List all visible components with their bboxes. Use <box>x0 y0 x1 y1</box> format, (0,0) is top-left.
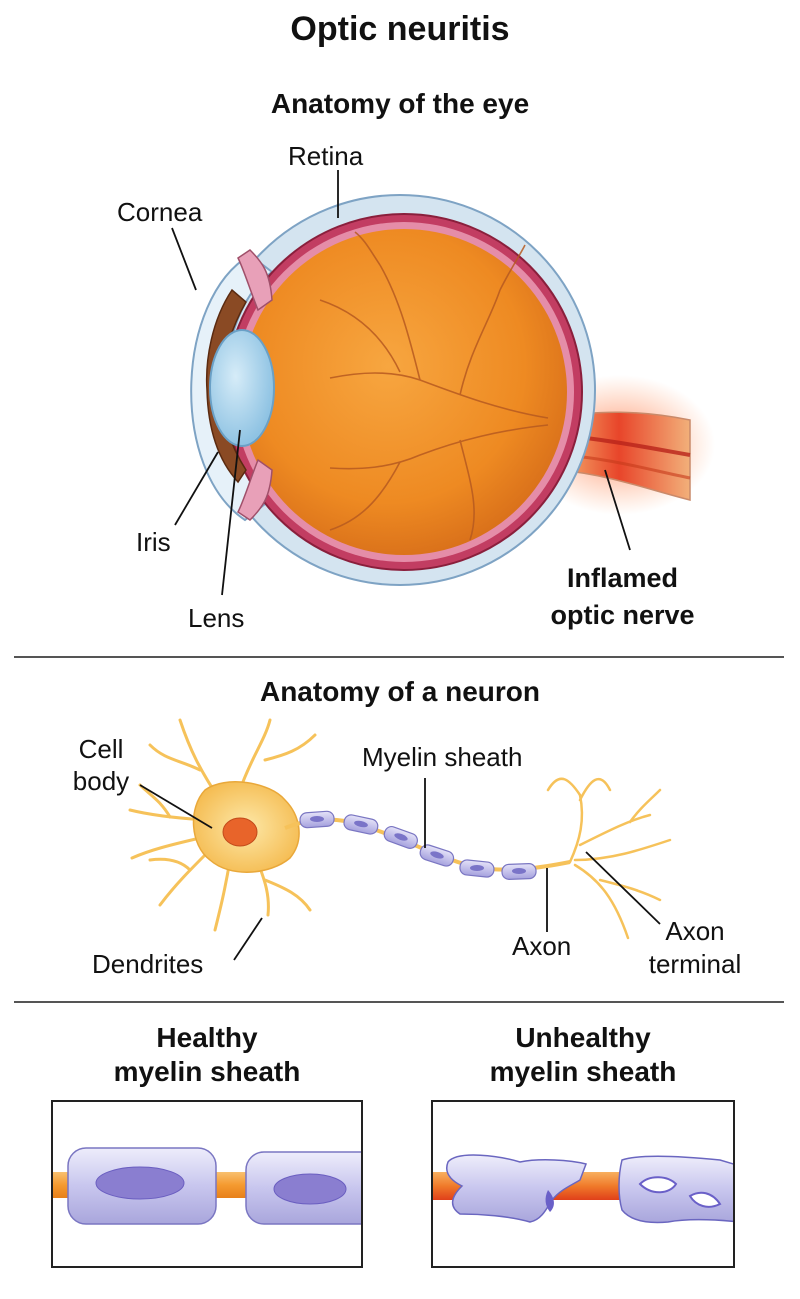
cornea-label: Cornea <box>117 197 203 227</box>
unhealthy-myelin-panel <box>433 1102 733 1266</box>
lens-shape <box>209 329 275 447</box>
axon-terminal <box>546 777 672 940</box>
myelin-nuclei <box>310 816 526 874</box>
inflamed-label-line1: Inflamed <box>566 563 679 593</box>
unhealthy-heading-line1: Unhealthy <box>515 1022 651 1053</box>
iris-label: Iris <box>136 527 171 557</box>
axon-label: Axon <box>512 931 572 961</box>
page-title: Optic neuritis <box>290 10 510 48</box>
divider-1 <box>14 656 784 658</box>
eyeball-interior <box>241 229 567 555</box>
neuron-leader-lines <box>139 778 661 961</box>
eye-leader-lines <box>171 170 631 596</box>
healthy-panel-frame <box>51 1100 363 1268</box>
healthy-heading-line2: myelin sheath <box>113 1056 301 1087</box>
cell-body-label-line2: body <box>72 766 130 796</box>
healthy-myelin-panel <box>53 1102 361 1266</box>
neuron-section-heading: Anatomy of a neuron <box>259 676 540 707</box>
healthy-heading-line1: Healthy <box>156 1022 258 1053</box>
axon-terminal-label-line2: terminal <box>648 949 742 979</box>
lens-label: Lens <box>188 603 245 633</box>
axon-terminal-label-line1: Axon <box>665 916 725 946</box>
dendrites-label: Dendrites <box>92 949 204 979</box>
cell-body-label-line1: Cell <box>78 734 124 764</box>
unhealthy-heading-line2: myelin sheath <box>489 1056 677 1087</box>
eye-illustration <box>171 170 715 596</box>
unhealthy-panel-frame <box>431 1100 735 1268</box>
nucleus <box>222 817 258 847</box>
eye-section-heading: Anatomy of the eye <box>270 88 530 119</box>
cornea-shape <box>190 253 274 522</box>
inflamed-label-line2: optic nerve <box>550 600 695 630</box>
neuron-illustration <box>128 718 672 961</box>
myelin-sheath-label: Myelin sheath <box>362 742 523 772</box>
retinal-vessels <box>319 231 549 541</box>
divider-2 <box>14 1001 784 1003</box>
retina-label: Retina <box>288 141 364 171</box>
